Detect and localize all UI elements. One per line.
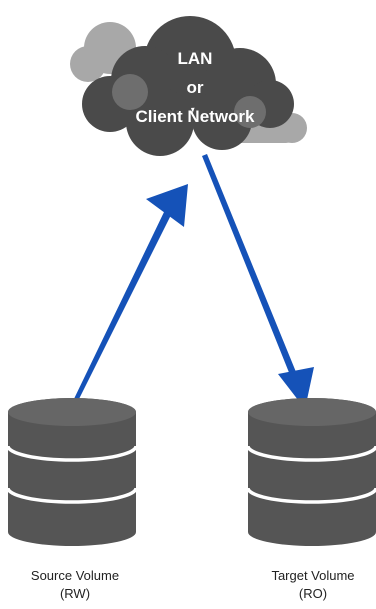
source-volume-name: Source Volume (30, 568, 120, 583)
target-volume-mode: (RO) (298, 586, 328, 601)
target-volume-name: Target Volume (271, 568, 355, 583)
target-database-icon (246, 398, 376, 546)
cloud-label-line3: Client Network (135, 107, 255, 126)
cloud-label-line2: or (186, 78, 204, 97)
cloud-label: LAN or Client Network (110, 44, 280, 131)
target-volume-label: Target Volume (RO) (243, 567, 376, 603)
source-volume-mode: (RW) (59, 586, 91, 601)
source-volume-label: Source Volume (RW) (5, 567, 145, 603)
network-cloud-icon (70, 16, 307, 156)
down-arrow-icon (202, 154, 314, 409)
source-database-icon (6, 398, 138, 546)
up-arrow-icon (72, 184, 188, 403)
cloud-label-line1: LAN (177, 49, 213, 68)
